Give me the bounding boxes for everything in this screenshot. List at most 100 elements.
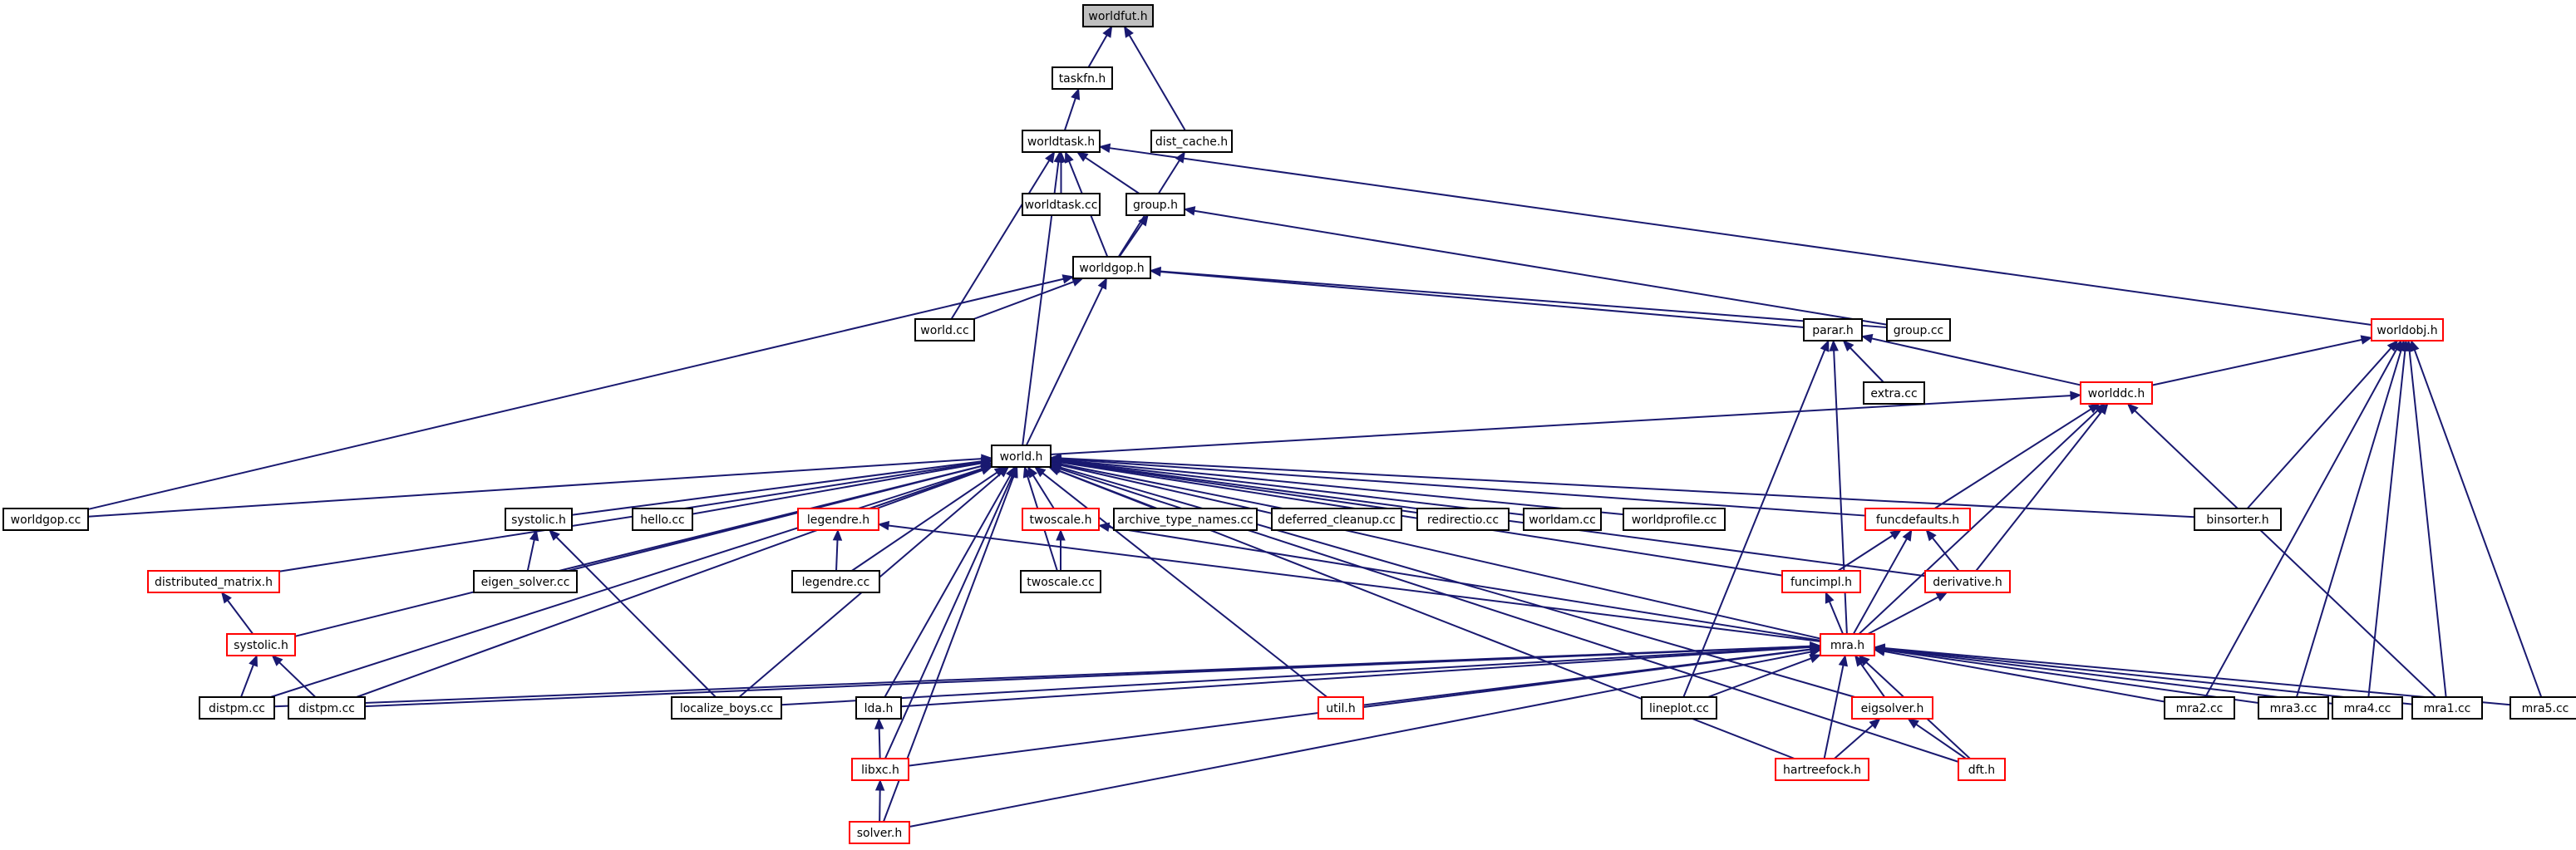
node-label: legendre.cc — [802, 576, 870, 589]
node-parar[interactable]: parar.h — [1803, 318, 1863, 341]
node-distpm1[interactable]: distpm.cc — [199, 696, 275, 720]
edge-distcache-to-worldfut — [1123, 25, 1186, 131]
node-box — [791, 570, 880, 593]
node-label: hello.cc — [640, 513, 684, 527]
node-worlddc[interactable]: worlddc.h — [2080, 381, 2153, 405]
node-distcache[interactable]: dist_cache.h — [1150, 130, 1233, 153]
edge-mra-to-funcdefaults — [1852, 528, 1913, 635]
node-hellocc[interactable]: hello.cc — [632, 508, 693, 531]
node-box — [1113, 508, 1258, 531]
node-mra4[interactable]: mra4.cc — [2332, 696, 2403, 720]
node-label: worldobj.h — [2377, 324, 2437, 337]
node-worldgopcc[interactable]: worldgop.cc — [2, 508, 89, 531]
edge-worldcc-to-worldgop — [973, 277, 1084, 320]
node-mra5[interactable]: mra5.cc — [2510, 696, 2576, 720]
node-groupcc[interactable]: group.cc — [1886, 318, 1951, 341]
edge-libxc-to-worldh — [884, 465, 1017, 759]
node-systolic[interactable]: systolic.h — [505, 508, 573, 531]
edge-mra1-to-worldobj — [2404, 339, 2447, 698]
node-lineplot[interactable]: lineplot.cc — [1641, 696, 1717, 720]
edge-dft-to-eigsolver — [1907, 718, 1967, 759]
node-label: distpm.cc — [209, 702, 265, 715]
node-archive[interactable]: archive_type_names.cc — [1113, 508, 1258, 531]
node-box — [1820, 633, 1875, 656]
node-box — [849, 821, 910, 844]
node-systolicred[interactable]: systolic.h — [226, 633, 296, 656]
node-deferred[interactable]: deferred_cleanup.cc — [1271, 508, 1402, 531]
node-mra[interactable]: mra.h — [1820, 633, 1875, 656]
node-box — [2510, 696, 2576, 720]
node-funcimpl[interactable]: funcimpl.h — [1781, 570, 1861, 593]
node-label: libxc.h — [861, 764, 899, 777]
node-box — [2371, 318, 2444, 341]
node-libxc[interactable]: libxc.h — [851, 758, 909, 781]
node-mra1[interactable]: mra1.cc — [2411, 696, 2483, 720]
node-twoscalecc[interactable]: twoscale.cc — [1020, 570, 1101, 593]
node-label: parar.h — [1812, 324, 1854, 337]
node-label: mra3.cc — [2270, 702, 2317, 715]
node-funcdefaults[interactable]: funcdefaults.h — [1864, 508, 1971, 531]
node-label: mra4.cc — [2344, 702, 2391, 715]
node-redirectio[interactable]: redirectio.cc — [1416, 508, 1510, 531]
node-worldobj[interactable]: worldobj.h — [2371, 318, 2444, 341]
node-label: worldtask.h — [1027, 135, 1095, 149]
edge-distpm2-to-systolicred — [271, 655, 317, 698]
node-mra3[interactable]: mra3.cc — [2258, 696, 2329, 720]
node-box — [2411, 696, 2483, 720]
node-distmatrix[interactable]: distributed_matrix.h — [147, 570, 280, 593]
node-util[interactable]: util.h — [1318, 696, 1364, 720]
node-worldtaskcc[interactable]: worldtask.cc — [1022, 193, 1101, 216]
node-box — [914, 318, 975, 341]
edge-group-to-worldtask — [1076, 151, 1140, 194]
edge-funcimpl-to-funcdefaults — [1837, 529, 1902, 572]
node-worldcc[interactable]: world.cc — [914, 318, 975, 341]
node-label: distributed_matrix.h — [155, 576, 273, 589]
node-box — [1523, 508, 1602, 531]
node-worldh[interactable]: world.h — [991, 445, 1052, 468]
node-worldgop[interactable]: worldgop.h — [1072, 256, 1151, 279]
node-worldam[interactable]: worldam.cc — [1523, 508, 1602, 531]
edge-systolicred-to-worldh — [294, 461, 993, 637]
node-label: solver.h — [857, 827, 902, 840]
node-label: archive_type_names.cc — [1117, 513, 1254, 527]
node-eigsolver[interactable]: eigsolver.h — [1851, 696, 1933, 720]
node-dft[interactable]: dft.h — [1958, 758, 2006, 781]
node-hartreefock[interactable]: hartreefock.h — [1775, 758, 1869, 781]
node-binsorter[interactable]: binsorter.h — [2194, 508, 2282, 531]
node-worldprofile[interactable]: worldprofile.cc — [1623, 508, 1726, 531]
node-lda[interactable]: lda.h — [855, 696, 902, 720]
edge-solver-to-libxc — [874, 779, 885, 823]
edge-worldh-to-worlddc — [1050, 391, 2082, 455]
node-label: worlddc.h — [2088, 387, 2145, 400]
edge-eigensolvercc-to-systolic — [526, 528, 539, 572]
edge-libxc-to-lda — [874, 717, 884, 759]
edge-systolicred-to-distmatrix — [220, 591, 254, 635]
node-solver[interactable]: solver.h — [849, 821, 910, 844]
node-label: systolic.h — [234, 639, 288, 652]
node-label: systolic.h — [511, 513, 566, 527]
edge-mra1-to-mra — [1873, 644, 2413, 705]
node-legendre[interactable]: legendre.h — [797, 508, 879, 531]
node-taskfn[interactable]: taskfn.h — [1052, 66, 1113, 90]
node-label: worldfut.h — [1088, 10, 1147, 23]
node-mra2[interactable]: mra2.cc — [2164, 696, 2235, 720]
node-distpm2[interactable]: distpm.cc — [288, 696, 366, 720]
node-localize[interactable]: localize_boys.cc — [671, 696, 782, 720]
node-eigensolvercc[interactable]: eigen_solver.cc — [473, 570, 578, 593]
edge-distpm1-to-worldh — [270, 464, 993, 698]
edge-twoscalecc-to-twoscale — [1056, 528, 1066, 571]
node-box — [147, 570, 280, 593]
node-twoscale[interactable]: twoscale.h — [1022, 508, 1100, 531]
node-worldfut[interactable]: worldfut.h — [1082, 4, 1154, 27]
node-group[interactable]: group.h — [1125, 193, 1185, 216]
node-box — [199, 696, 275, 720]
node-derivative[interactable]: derivative.h — [1924, 570, 2011, 593]
node-worldtask[interactable]: worldtask.h — [1022, 130, 1101, 153]
node-legendrecc[interactable]: legendre.cc — [791, 570, 880, 593]
node-box — [1082, 4, 1154, 27]
node-box — [1924, 570, 2011, 593]
node-box — [797, 508, 879, 531]
edge-taskfn-to-worldfut — [1087, 25, 1113, 68]
node-extracc[interactable]: extra.cc — [1863, 381, 1925, 405]
